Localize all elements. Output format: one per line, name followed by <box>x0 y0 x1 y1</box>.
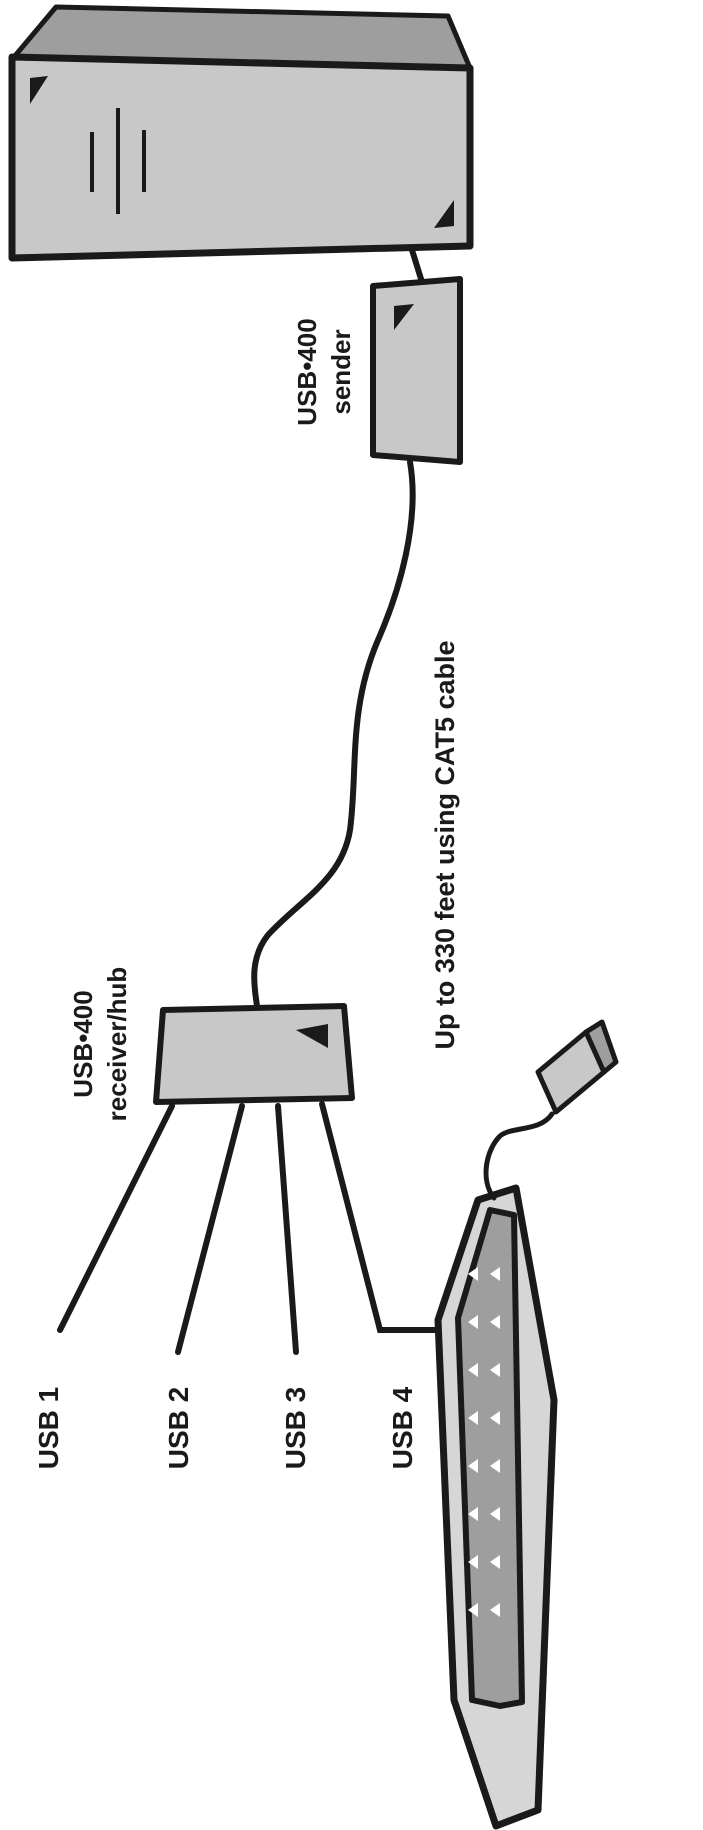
usb4-label: USB 4 <box>387 1386 418 1469</box>
computer-sender-link <box>409 249 425 283</box>
usb-plug-tip <box>583 1019 619 1075</box>
key <box>468 1603 478 1617</box>
usb1-cable <box>57 1103 175 1333</box>
key <box>468 1555 478 1569</box>
key <box>490 1363 500 1377</box>
computer-tower <box>8 4 474 262</box>
cable-length-label: Up to 330 feet using CAT5 cable <box>430 640 460 1049</box>
key <box>490 1315 500 1329</box>
keyboard <box>434 1184 558 1830</box>
key <box>490 1459 500 1473</box>
usb3-text: USB 3 <box>280 1387 311 1469</box>
usb2-cable <box>175 1103 245 1355</box>
key <box>468 1507 478 1521</box>
usb2-text: USB 2 <box>163 1387 194 1469</box>
keyboard-inner <box>455 1207 525 1709</box>
key <box>468 1315 478 1329</box>
computer-front-face <box>8 53 474 262</box>
key <box>468 1411 478 1425</box>
cat5-cable <box>251 459 416 1009</box>
receiver-role-text: receiver/hub <box>102 967 132 1122</box>
keyboard-cable <box>483 1111 555 1201</box>
computer-corner-mark <box>30 76 48 104</box>
keyboard-keys <box>468 1267 500 1617</box>
key <box>490 1267 500 1281</box>
sender-model-text: USB•400 <box>292 318 322 425</box>
usb1-text: USB 1 <box>33 1387 64 1469</box>
usb-plug <box>535 1019 619 1115</box>
key <box>468 1363 478 1377</box>
sender-role-text: sender <box>326 329 356 414</box>
usb4-text: USB 4 <box>387 1386 418 1469</box>
usb1-label: USB 1 <box>33 1387 64 1469</box>
key <box>490 1555 500 1569</box>
computer-corner-mark <box>434 200 454 228</box>
usb3-label: USB 3 <box>280 1387 311 1469</box>
key <box>490 1507 500 1521</box>
key <box>490 1411 500 1425</box>
sender-label: USB•400 sender <box>292 318 356 425</box>
receiver-label: USB•400 receiver/hub <box>68 967 132 1122</box>
usb4-cable <box>319 1101 443 1333</box>
usb400-sender-unit <box>370 276 463 465</box>
usb3-cable <box>275 1103 299 1355</box>
receiver-corner-mark <box>296 1024 328 1048</box>
sender-box <box>370 276 463 465</box>
cable-length-text: Up to 330 feet using CAT5 cable <box>430 640 460 1049</box>
key <box>490 1603 500 1617</box>
key <box>468 1267 478 1281</box>
sender-corner-mark <box>394 304 414 330</box>
usb2-label: USB 2 <box>163 1387 194 1469</box>
receiver-box <box>153 1003 355 1105</box>
usb-port-cables <box>57 1101 443 1355</box>
usb400-receiver-hub-unit <box>153 1003 355 1105</box>
receiver-model-text: USB•400 <box>68 990 98 1097</box>
key <box>468 1459 478 1473</box>
